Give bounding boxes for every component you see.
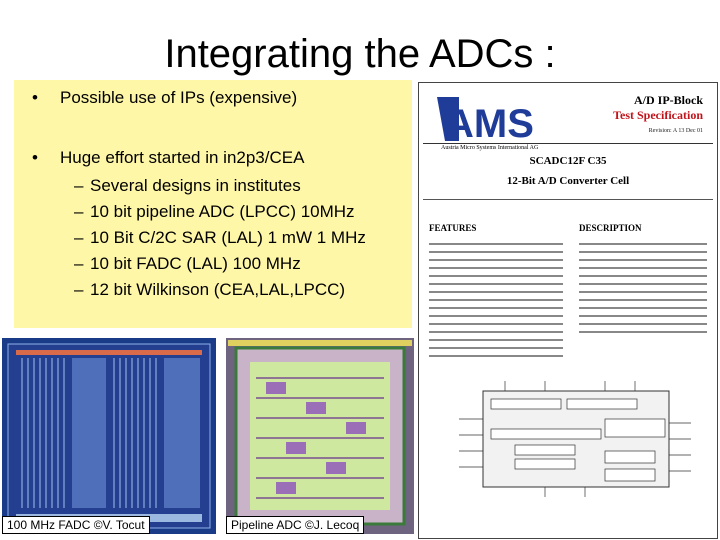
dash-marker: – — [74, 202, 84, 221]
fadc-layout-photo — [2, 338, 216, 534]
caption-pipeline: Pipeline ADC ©J. Lecoq — [226, 516, 365, 534]
feature-line — [429, 323, 563, 325]
revision-text: Revision: A 13 Dec 01 — [648, 128, 703, 134]
ip-block-header: A/D IP-Block Test Specification — [613, 93, 703, 123]
ams-spec-sheet: AMS Austria Micro Systems International … — [418, 82, 718, 539]
bullet-text: Huge effort started in in2p3/CEA — [60, 148, 305, 167]
bullet-marker: • — [32, 148, 38, 167]
feature-line — [429, 251, 563, 253]
logo-subtitle: Austria Micro Systems International AG — [441, 145, 539, 151]
feature-line — [429, 331, 563, 333]
bullet-text: Possible use of IPs (expensive) — [60, 88, 298, 107]
description-line — [579, 299, 707, 301]
bullet-2: • Huge effort started in in2p3/CEA — [32, 148, 304, 168]
highlight-box — [14, 80, 412, 328]
sub-bullet-2: –10 bit pipeline ADC (LPCC) 10MHz — [74, 202, 355, 222]
sub-bullet-text: Several designs in institutes — [90, 176, 301, 195]
feature-line — [429, 315, 563, 317]
sub-bullet-text: 10 Bit C/2C SAR (LAL) 1 mW 1 MHz — [90, 228, 366, 247]
feature-line — [429, 299, 563, 301]
description-line — [579, 243, 707, 245]
bullet-marker: • — [32, 88, 38, 107]
separator — [423, 199, 713, 200]
description-line — [579, 251, 707, 253]
sub-bullet-5: –12 bit Wilkinson (CEA,LAL,LPCC) — [74, 280, 345, 300]
sub-bullet-1: –Several designs in institutes — [74, 176, 301, 196]
dash-marker: – — [74, 280, 84, 299]
sub-bullet-text: 10 bit pipeline ADC (LPCC) 10MHz — [90, 202, 355, 221]
feature-line — [429, 347, 563, 349]
dash-marker: – — [74, 228, 84, 247]
description-line — [579, 307, 707, 309]
description-line — [579, 323, 707, 325]
ams-logo: AMS — [437, 97, 534, 146]
feature-line — [429, 355, 563, 357]
sub-bullet-4: –10 bit FADC (LAL) 100 MHz — [74, 254, 301, 274]
description-line — [579, 291, 707, 293]
feature-line — [429, 283, 563, 285]
description-line — [579, 283, 707, 285]
description-line — [579, 267, 707, 269]
header-line-2: Test Specification — [613, 108, 703, 122]
feature-line — [429, 307, 563, 309]
cell-name: 12-Bit A/D Converter Cell — [506, 175, 630, 187]
features-heading: FEATURES — [429, 223, 477, 233]
feature-line — [429, 267, 563, 269]
dash-marker: – — [74, 254, 84, 273]
description-line — [579, 275, 707, 277]
feature-line — [429, 275, 563, 277]
header-line-1: A/D IP-Block — [634, 93, 703, 107]
slide-title: Integrating the ADCs : — [164, 32, 556, 76]
caption-fadc: 100 MHz FADC ©V. Tocut — [2, 516, 150, 534]
description-heading: DESCRIPTION — [579, 223, 642, 233]
sub-bullet-text: 10 bit FADC (LAL) 100 MHz — [90, 254, 301, 273]
sub-bullet-text: 12 bit Wilkinson (CEA,LAL,LPCC) — [90, 280, 346, 299]
description-line — [579, 315, 707, 317]
description-line — [579, 331, 707, 333]
feature-line — [429, 259, 563, 261]
description-line — [579, 259, 707, 261]
block-diagram — [459, 381, 691, 497]
dash-marker: – — [74, 176, 84, 195]
sub-bullet-3: –10 Bit C/2C SAR (LAL) 1 mW 1 MHz — [74, 228, 366, 248]
pipeline-adc-layout-photo — [226, 338, 414, 534]
bullet-1: • Possible use of IPs (expensive) — [32, 88, 297, 108]
separator — [423, 143, 713, 144]
svg-text:AMS: AMS — [445, 102, 534, 146]
feature-line — [429, 291, 563, 293]
feature-line — [429, 339, 563, 341]
feature-line — [429, 243, 563, 245]
part-number: SCADC12F C35 — [529, 155, 607, 167]
